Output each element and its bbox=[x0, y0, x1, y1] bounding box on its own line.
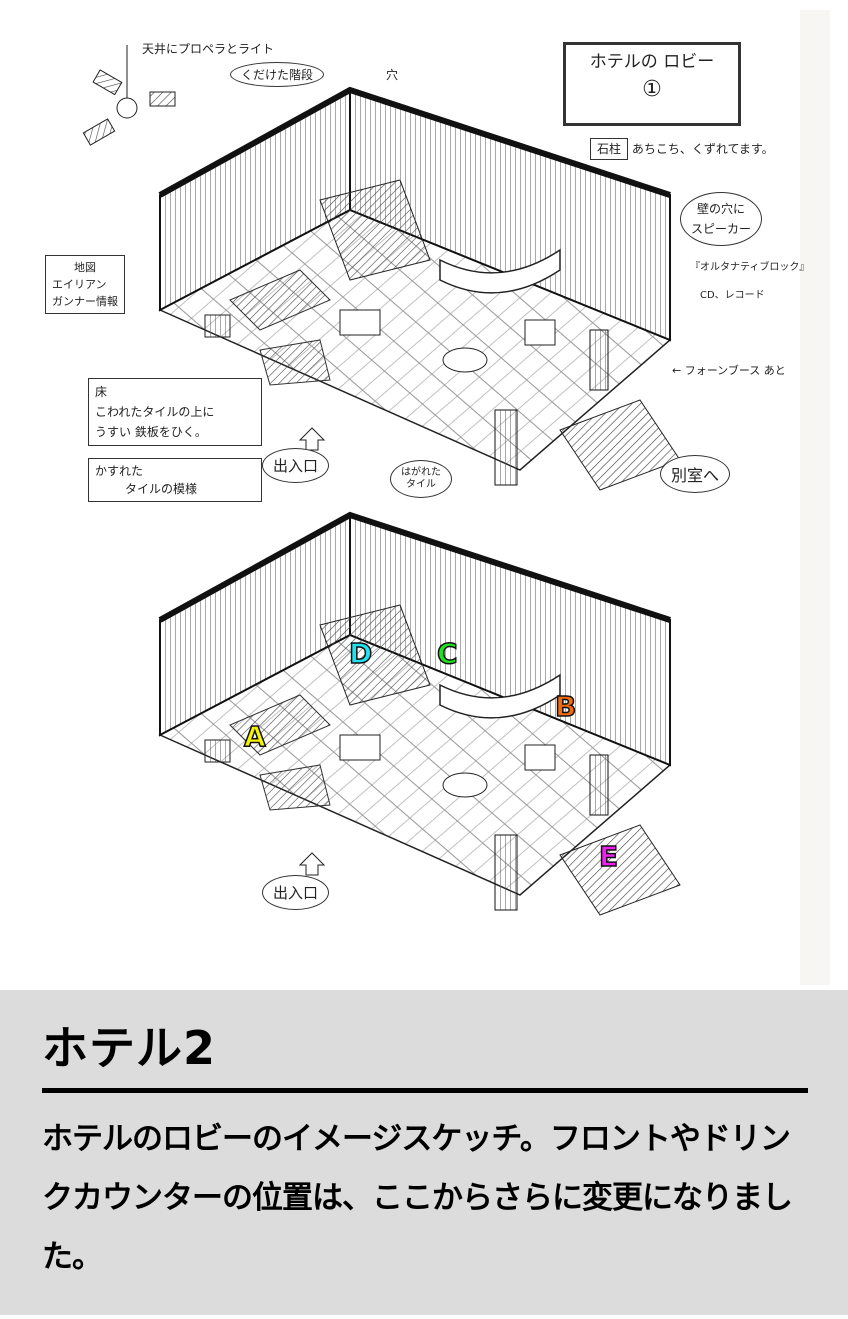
caption-body: ホテルのロビーのイメージスケッチ。フロントやドリンクカウンターの位置は、ここから… bbox=[42, 1121, 793, 1275]
note-peeled-line1: はがれた bbox=[401, 467, 441, 478]
note-entrance-bottom: 出入口 bbox=[262, 875, 330, 910]
entrance-arrow-icon bbox=[298, 852, 326, 876]
marker-b: B bbox=[554, 690, 577, 723]
note-music: 『オルタナティブロック』 bbox=[690, 262, 810, 273]
note-stairs: くだけた階段 bbox=[230, 62, 325, 87]
marker-e: E bbox=[598, 840, 619, 873]
note-floor-label: 床 bbox=[95, 385, 108, 399]
note-other-room: 別室へ bbox=[660, 455, 731, 493]
caption-divider bbox=[42, 1088, 808, 1093]
note-floor: 床 こわれたタイルの上に うすい 鉄板をひく。 bbox=[88, 378, 262, 446]
note-ceiling: 天井にプロペラとライト bbox=[142, 42, 275, 56]
note-floor-line1: こわれたタイルの上に bbox=[95, 405, 215, 419]
sketch-number: ① bbox=[642, 77, 662, 102]
isometric-room-drawings bbox=[82, 45, 848, 990]
marker-d: D bbox=[348, 637, 373, 670]
note-map-line2: エイリアン bbox=[52, 278, 107, 291]
note-faded-tiles: かすれた タイルの模様 bbox=[88, 458, 262, 502]
note-map: 地図 エイリアン ガンナー情報 bbox=[45, 255, 125, 314]
note-phone-booth: ← フォーンブース あと bbox=[672, 364, 786, 377]
entrance-arrow-icon bbox=[298, 427, 326, 451]
lobby-sketch: ホテルの ロビー ① 天井にプロペラとライト くだけた階段 穴 石柱 あちこち、… bbox=[45, 10, 848, 990]
caption-panel: ホテル2 ホテルのロビーのイメージスケッチ。フロントやドリンクカウンターの位置は… bbox=[0, 990, 848, 1315]
caption-title: ホテル2 bbox=[42, 1021, 217, 1075]
note-peeled-line2: タイル bbox=[406, 479, 436, 490]
marker-c: C bbox=[436, 637, 458, 670]
note-faded-line1: かすれた bbox=[95, 464, 144, 478]
note-cd: CD、レコード bbox=[700, 290, 765, 301]
ceiling-fan-icon bbox=[82, 45, 176, 146]
note-pillar: あちこち、くずれてます。 bbox=[631, 142, 774, 156]
paper-edge bbox=[800, 10, 830, 985]
note-entrance: 出入口 bbox=[262, 448, 330, 483]
marker-a: A bbox=[243, 720, 266, 753]
note-map-line3: ガンナー情報 bbox=[52, 295, 118, 308]
sketch-title: ホテルの ロビー bbox=[589, 52, 715, 72]
note-speaker: 壁の穴に スピーカー bbox=[680, 192, 763, 246]
note-faded-line2: タイルの模様 bbox=[125, 482, 198, 496]
note-pillar-label: 石柱 bbox=[590, 138, 629, 160]
note-hole: 穴 bbox=[386, 68, 399, 82]
note-speaker-line1: 壁の穴に bbox=[697, 202, 746, 216]
note-peeled-tiles: はがれた タイル bbox=[390, 460, 452, 498]
note-floor-line2: うすい 鉄板をひく。 bbox=[95, 425, 207, 439]
sketch-title-box: ホテルの ロビー ① bbox=[563, 42, 741, 126]
note-map-line1: 地図 bbox=[74, 261, 96, 274]
note-speaker-line2: スピーカー bbox=[691, 222, 752, 236]
